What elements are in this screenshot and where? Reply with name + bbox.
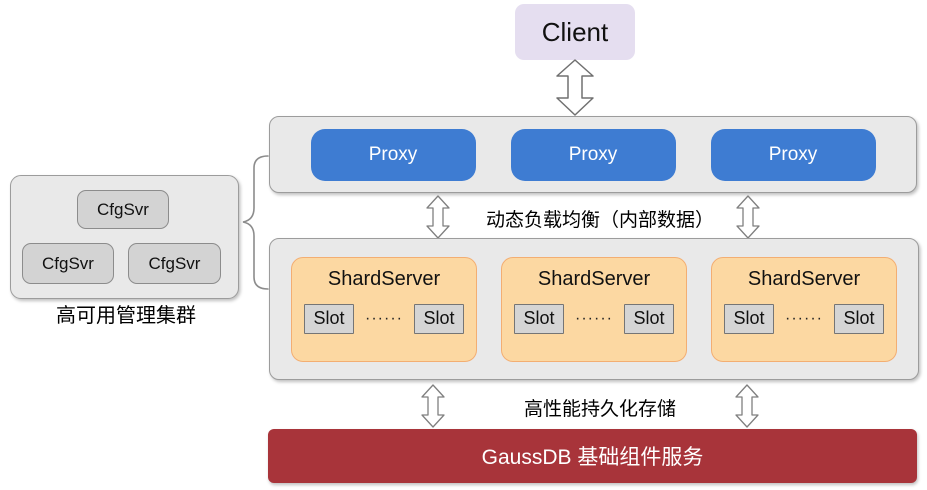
slot-ellipsis: ······ [785,309,823,327]
shard-server-node: ShardServer Slot ······ Slot [711,256,897,362]
proxy-shard-double-arrow-icon [426,195,450,239]
slot-box: Slot [624,303,674,334]
proxy-node: Proxy [310,128,476,181]
ha-cluster-caption: 高可用管理集群 [56,305,196,327]
slot-ellipsis: ······ [575,309,613,327]
slot-row: Slot ······ Slot [304,303,464,334]
slot-ellipsis: ······ [365,309,403,327]
load-balance-label: 动态负载均衡（内部数据） [485,210,714,231]
cfgsvr-node: CfgSvr [128,243,221,284]
slot-box: Slot [304,303,354,334]
shard-server-title: ShardServer [747,267,861,290]
proxy-layer-container: Proxy Proxy Proxy [269,116,917,193]
cfgsvr-node: CfgSvr [22,243,114,284]
client-proxy-double-arrow-icon [556,59,594,116]
ha-cluster-container: CfgSvr CfgSvr CfgSvr [10,175,239,299]
proxy-node: Proxy [510,128,676,181]
shard-server-title: ShardServer [537,267,651,290]
shard-storage-double-arrow-icon [735,384,759,428]
slot-box: Slot [514,303,564,334]
gaussdb-service-bar: GaussDB 基础组件服务 [268,429,917,483]
client-box: Client [515,4,635,60]
shard-server-node: ShardServer Slot ······ Slot [291,256,477,362]
shard-server-title: ShardServer [327,267,441,290]
slot-row: Slot ······ Slot [514,303,674,334]
brace-icon [242,155,269,290]
shard-server-node: ShardServer Slot ······ Slot [501,256,687,362]
slot-box: Slot [724,303,774,334]
shard-layer-container: ShardServer Slot ······ Slot ShardServer… [269,238,919,380]
storage-label: 高性能持久化存储 [523,399,676,420]
slot-box: Slot [414,303,464,334]
proxy-node: Proxy [710,128,876,181]
shard-storage-double-arrow-icon [421,384,445,428]
slot-box: Slot [834,303,884,334]
slot-row: Slot ······ Slot [724,303,884,334]
cfgsvr-node: CfgSvr [77,190,169,229]
